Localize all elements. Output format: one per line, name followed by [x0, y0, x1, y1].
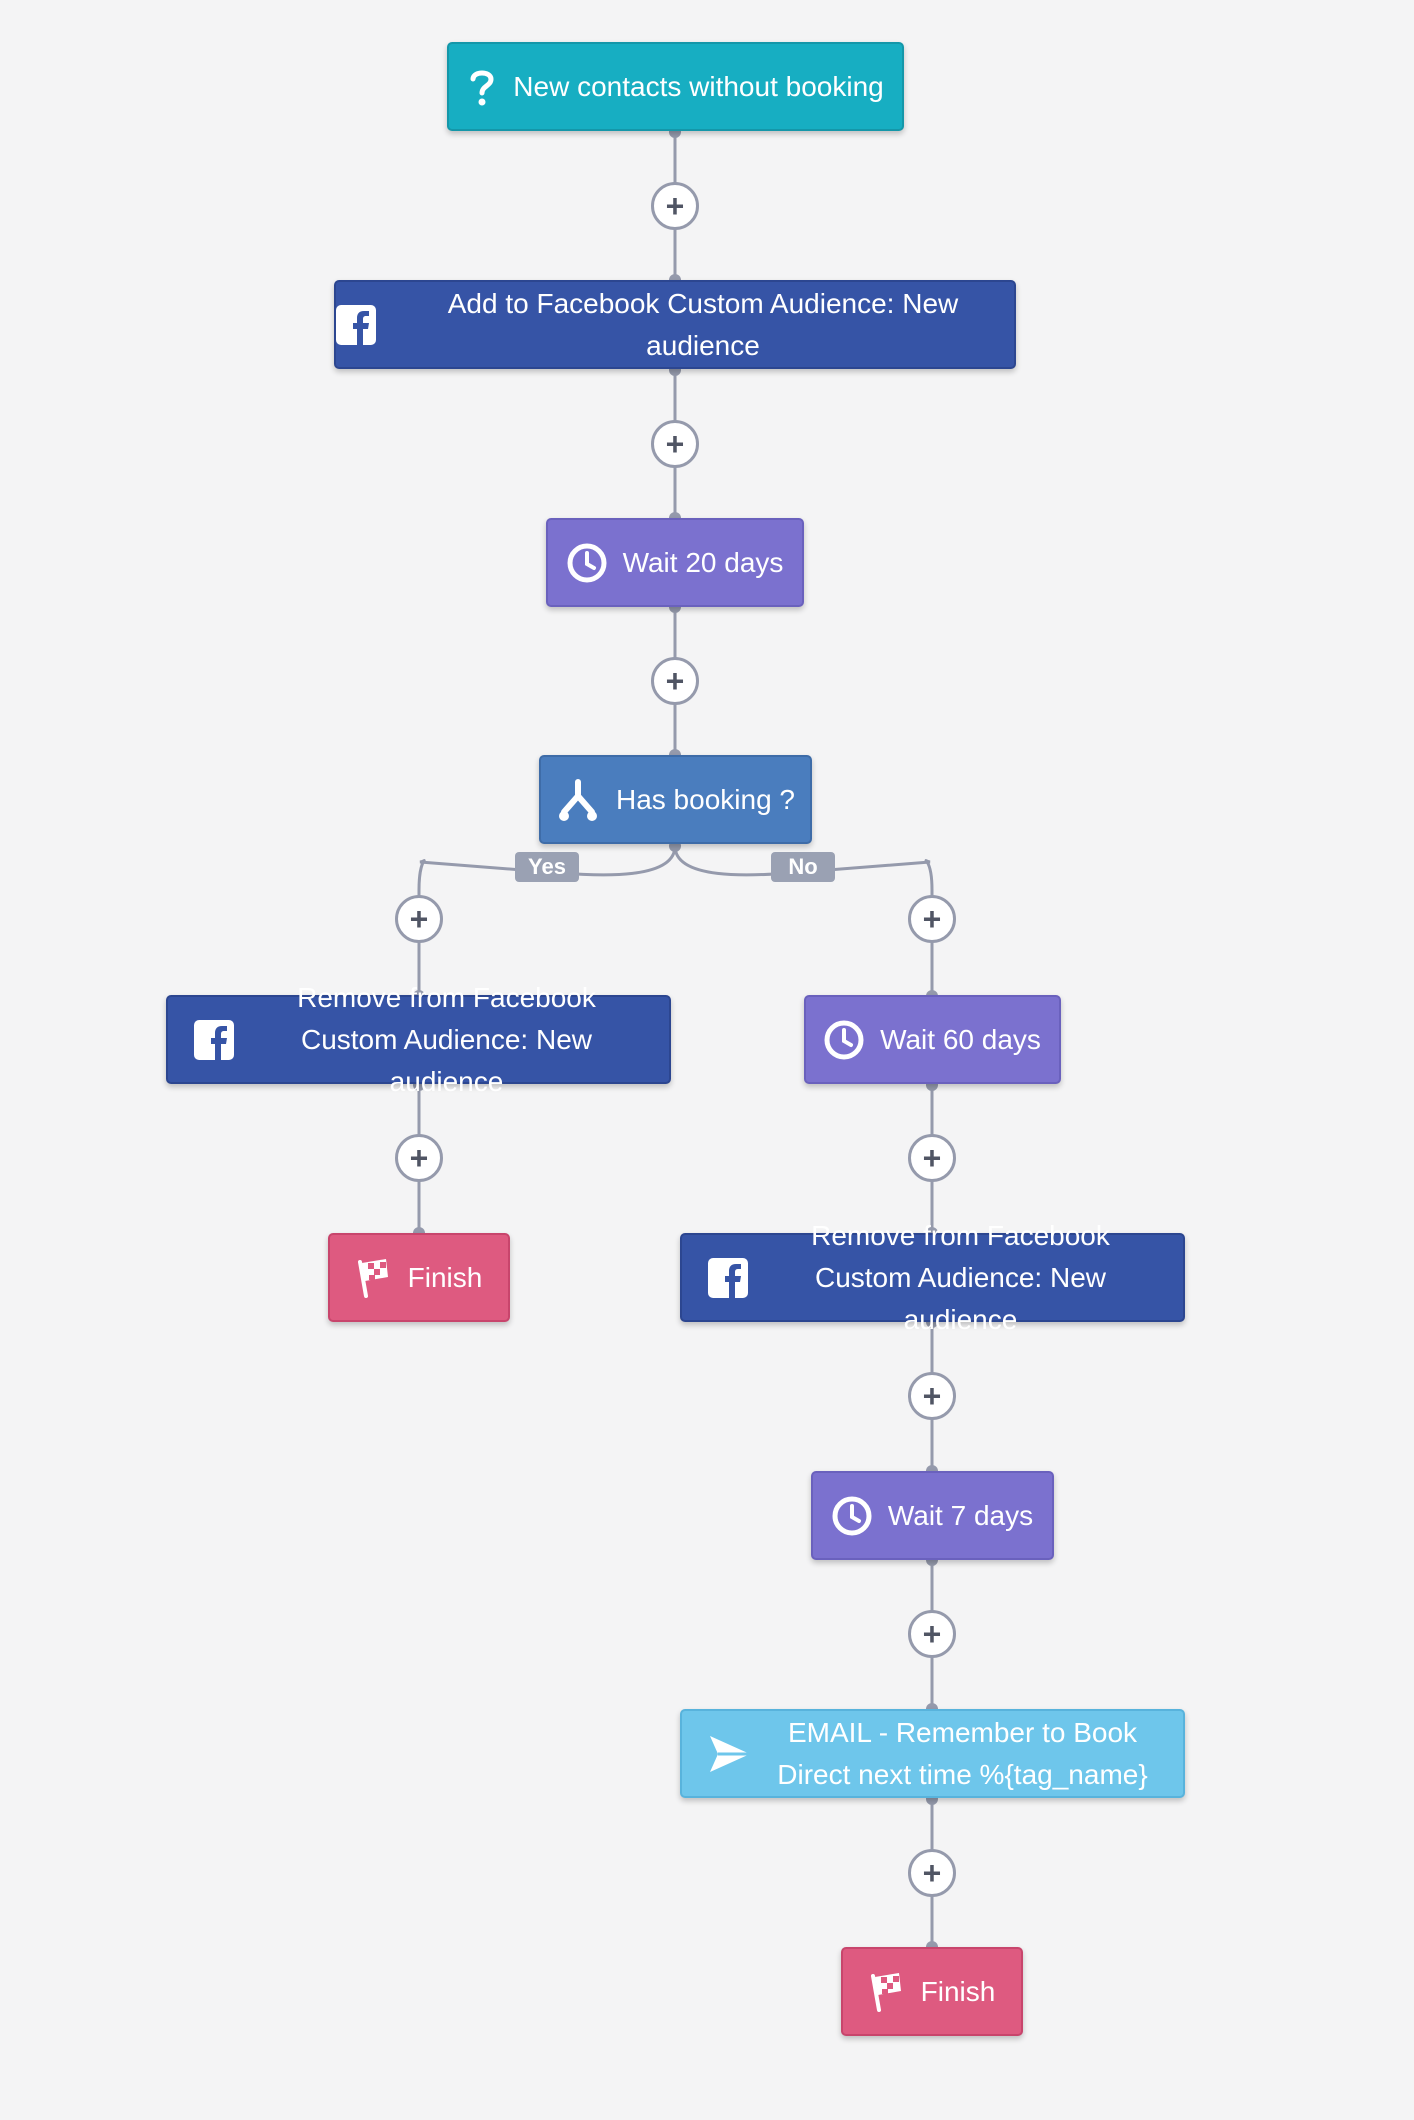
add-step-button[interactable]: + — [908, 1849, 956, 1897]
wait-7-label: Wait 7 days — [887, 1499, 1034, 1531]
add-step-button[interactable]: + — [651, 420, 699, 468]
condition-node[interactable]: Has booking ? — [539, 755, 812, 844]
add-step-button[interactable]: + — [908, 1134, 956, 1182]
add-step-button[interactable]: + — [908, 895, 956, 943]
wait-60-label: Wait 60 days — [880, 1023, 1041, 1055]
checkered-flag-icon — [356, 1258, 392, 1298]
wait-7-node[interactable]: Wait 7 days — [811, 1471, 1054, 1560]
finish-node[interactable]: Finish — [328, 1233, 510, 1322]
fb-remove-label: Remove from Facebook Custom Audience: Ne… — [811, 1219, 1110, 1335]
fb-add-audience-node[interactable]: Add to Facebook Custom Audience: New aud… — [334, 280, 1016, 369]
add-step-button[interactable]: + — [651, 182, 699, 230]
fb-add-label: Add to Facebook Custom Audience: New aud… — [447, 287, 959, 361]
email-label: EMAIL - Remember to Book Direct next tim… — [777, 1716, 1148, 1790]
add-step-button[interactable]: + — [651, 657, 699, 705]
question-icon — [467, 67, 497, 107]
finish-label: Finish — [407, 1261, 483, 1293]
trigger-label: New contacts without booking — [513, 70, 884, 102]
wait-20-label: Wait 20 days — [622, 546, 784, 578]
add-step-button[interactable]: + — [395, 1134, 443, 1182]
clock-icon — [824, 1020, 864, 1060]
fb-remove-audience-node[interactable]: Remove from Facebook Custom Audience: Ne… — [680, 1220, 1185, 1335]
add-step-button[interactable]: + — [908, 1372, 956, 1420]
send-icon — [708, 1734, 752, 1774]
finish-node[interactable]: Finish — [841, 1947, 1023, 2036]
branch-no-tag: No — [771, 852, 835, 882]
condition-label: Has booking ? — [615, 783, 795, 815]
facebook-icon — [336, 304, 376, 345]
facebook-icon — [708, 1257, 748, 1298]
email-node[interactable]: EMAIL - Remember to Book Direct next tim… — [680, 1709, 1185, 1798]
trigger-node[interactable]: New contacts without booking — [447, 42, 904, 131]
checkered-flag-icon — [869, 1972, 905, 2012]
finish-label: Finish — [920, 1975, 996, 2007]
add-step-button[interactable]: + — [395, 895, 443, 943]
branch-icon — [556, 778, 600, 822]
wait-60-node[interactable]: Wait 60 days — [804, 995, 1061, 1084]
clock-icon — [832, 1496, 872, 1536]
fb-remove-label: Remove from Facebook Custom Audience: Ne… — [297, 981, 596, 1097]
facebook-icon — [194, 1019, 234, 1060]
clock-icon — [567, 543, 607, 583]
fb-remove-audience-node[interactable]: Remove from Facebook Custom Audience: Ne… — [166, 982, 671, 1097]
branch-yes-tag: Yes — [515, 852, 579, 882]
wait-20-node[interactable]: Wait 20 days — [546, 518, 804, 607]
add-step-button[interactable]: + — [908, 1610, 956, 1658]
